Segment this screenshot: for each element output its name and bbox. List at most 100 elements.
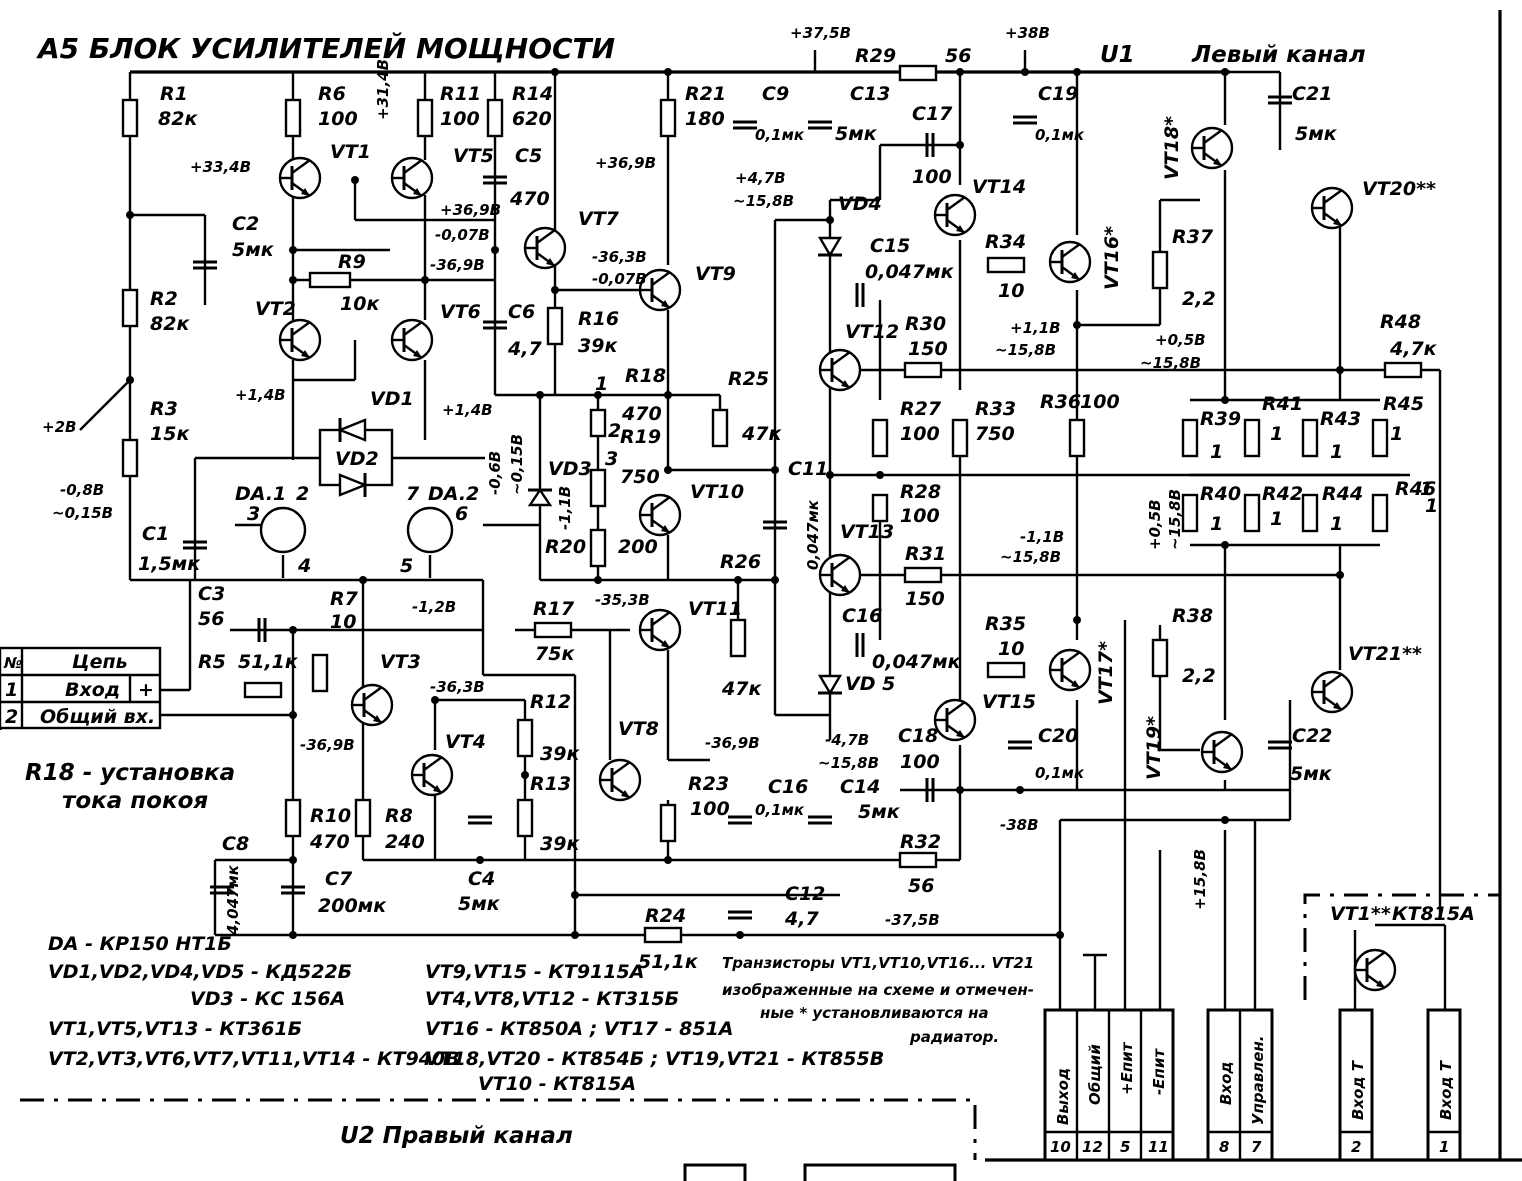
label-vd2: VD2 (335, 448, 379, 470)
parts-vt1: VT1,VT5,VT13 - КТ361Б (48, 1018, 302, 1040)
voltage-m11b: -1,1В (1020, 528, 1064, 546)
terminal-plus-e-name: +Епит (1118, 1041, 1136, 1095)
label-c13: C13 (850, 83, 890, 105)
label-r32: R32 (900, 831, 941, 853)
value-r44: 1 (1330, 513, 1343, 535)
label-r46: R46 (1395, 478, 1436, 500)
value-r23: 100 (690, 798, 730, 820)
value-r28: 100 (900, 505, 940, 527)
value-c3: 56 (198, 608, 224, 630)
label-r37: R37 (1172, 226, 1214, 248)
label-r40: R40 (1200, 483, 1241, 505)
voltage-m158d: ~15,8В (1000, 548, 1061, 566)
value-c12: 4,7 (784, 908, 819, 930)
junction-dots (126, 68, 1344, 939)
note-line2: изображенные на схеме и отмечен- (722, 981, 1034, 999)
voltage-m11: -1,1В (556, 486, 574, 530)
connector-row1-num: 1 (5, 679, 18, 701)
label-vt4: VT4 (445, 731, 486, 753)
label-r30: R30 (905, 313, 946, 335)
label-vd5: VD 5 (845, 673, 895, 695)
diode-symbols (336, 236, 843, 696)
value-r10: 470 (309, 831, 350, 853)
pin-da2-6: 6 (455, 503, 468, 525)
value-r27: 100 (900, 423, 940, 445)
label-c17: C17 (912, 103, 953, 125)
value-r7: 10 (330, 611, 356, 633)
label-r25: R25 (728, 368, 769, 390)
terminal-control-pin: 7 (1251, 1138, 1262, 1156)
label-r7: R7 (330, 588, 359, 610)
voltage-m007a: -0,07В (435, 226, 490, 244)
value-c22: 5мк (1290, 763, 1333, 785)
value-c19: 0,1мк (1035, 126, 1085, 144)
label-r23: R23 (688, 773, 729, 795)
label-c5: C5 (515, 145, 542, 167)
voltage-m38: -38В (1000, 816, 1039, 834)
value-r40: 1 (1210, 513, 1223, 535)
voltage-m158f: ~15,8В (818, 754, 879, 772)
terminal-block: Выход Общий +Епит -Епит Вход Управлен. В… (1043, 1008, 1462, 1162)
value-r32: 56 (908, 875, 934, 897)
value-r13: 39к (540, 833, 580, 855)
voltage-m158b: ~15,8В (995, 341, 1056, 359)
connector-row1-name: Вход (65, 679, 120, 701)
terminal-in-pin: 8 (1219, 1138, 1229, 1156)
u2-label: U2 Правый канал (340, 1123, 573, 1149)
parts-vt4: VT4,VT8,VT12 - КТ315Б (425, 988, 679, 1010)
value-r39: 1 (1210, 441, 1223, 463)
value-c16b: 0,1мк (755, 801, 805, 819)
voltage-m363: -36,3В (592, 248, 647, 266)
right-channel-partial-boxes (683, 1163, 957, 1181)
voltage-m12: -1,2В (412, 598, 456, 616)
label-r45: R45 (1383, 393, 1424, 415)
label-vt1: VT1 (330, 141, 371, 163)
label-vt5: VT5 (453, 145, 494, 167)
value-c7: 200мк (318, 895, 387, 917)
voltage-p314: +31,4В (374, 59, 392, 120)
value-c4: 5мк (458, 893, 501, 915)
pin-da1-4: 4 (297, 555, 311, 577)
value-r43: 1 (1330, 441, 1343, 463)
pin-1: 1 (595, 373, 608, 395)
label-vd3: VD3 (548, 458, 592, 480)
connector-row2-name: Общий вх. (40, 706, 155, 728)
value-c5: 470 (509, 188, 550, 210)
label-r24: R24 (645, 905, 686, 927)
label-r5: R5 (198, 651, 226, 673)
value-r25: 47к (741, 423, 782, 445)
value-r9: 10к (340, 293, 380, 315)
label-c19: C19 (1038, 83, 1078, 105)
label-r28: R28 (900, 481, 941, 503)
voltage-m158a: ~15,8В (733, 192, 794, 210)
label-r41: R41 (1262, 393, 1303, 415)
value-r33: 750 (975, 423, 1015, 445)
voltage-p11: +1,1В (1010, 319, 1061, 337)
pin-2: 2 (608, 420, 621, 442)
label-r33: R33 (975, 398, 1016, 420)
label-r13: R13 (530, 773, 571, 795)
value-r5: 51,1к (238, 651, 299, 673)
label-r3: R3 (150, 398, 178, 420)
terminal-in-t-a-name: Вход Т (1349, 1059, 1367, 1120)
value-r19: 750 (620, 466, 660, 488)
label-c16b: C16 (768, 776, 808, 798)
schematic-title: А5 БЛОК УСИЛИТЕЛЕЙ МОЩНОСТИ (36, 31, 615, 65)
value-r37: 2,2 (1182, 288, 1216, 310)
opamp-symbols (259, 506, 454, 554)
pin-3: 3 (605, 448, 618, 470)
label-r48: R48 (1380, 311, 1421, 333)
parts-vt10: VT10 - КТ815А (478, 1073, 636, 1095)
connector-row2-num: 2 (5, 706, 18, 728)
parts-vd3: VD3 - КС 156А (190, 988, 345, 1010)
input-connector-table: № Цепь 1 Вход + 2 Общий вх. (0, 646, 162, 730)
label-r12: R12 (530, 691, 571, 713)
terminal-minus-e-name: -Епит (1150, 1048, 1168, 1095)
voltage-m015a: ~0,15В (52, 504, 113, 522)
label-r11: R11 (440, 83, 481, 105)
parts-vd: VD1,VD2,VD4,VD5 - КД522Б (48, 961, 352, 983)
label-vt18: VT18* (1161, 116, 1183, 180)
parts-da: DA - КР150 НТ1Б (48, 933, 232, 955)
label-r14: R14 (512, 83, 553, 105)
